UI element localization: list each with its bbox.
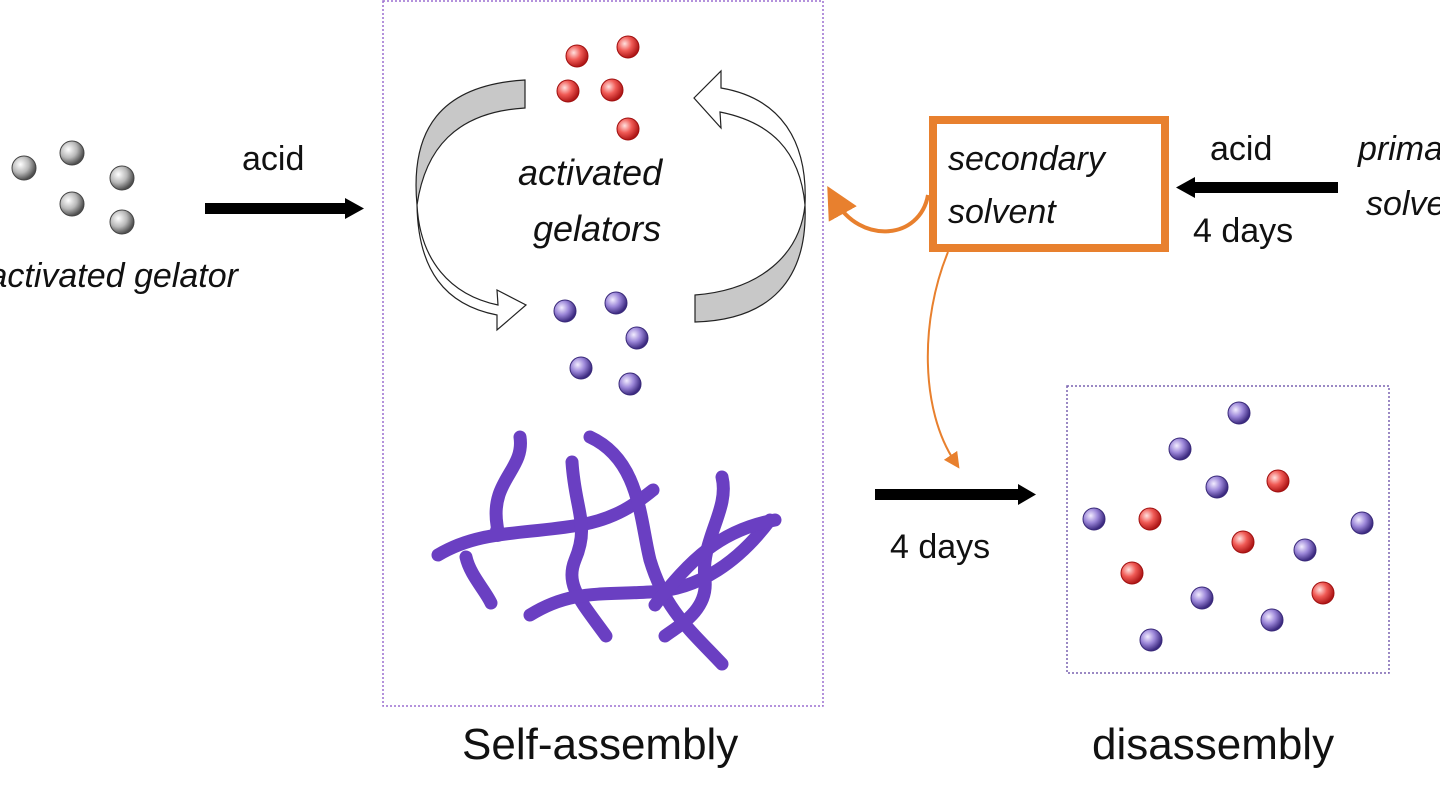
fiber (648, 513, 782, 612)
red-sphere (1231, 530, 1255, 554)
red-sphere (616, 35, 640, 59)
self-assembly-label: Self-assembly (462, 720, 739, 769)
purple-sphere (553, 299, 577, 323)
purple-sphere (1227, 401, 1251, 425)
secondary-solvent-label-line2: solvent (948, 193, 1056, 231)
primary-solvent-label-line2: solvent (1366, 185, 1440, 223)
gray-sphere (11, 155, 37, 181)
disassembly-box (1066, 385, 1390, 674)
acid-label-left: acid (242, 140, 305, 178)
fiber (658, 470, 730, 643)
red-sphere (1120, 561, 1144, 585)
purple-sphere (1205, 475, 1229, 499)
fiber (583, 430, 729, 671)
red-sphere (1266, 469, 1290, 493)
fiber (523, 513, 777, 622)
gray-sphere (59, 140, 85, 166)
white-cycle-arrow-left (416, 204, 528, 332)
days-label-right: 4 days (1193, 212, 1294, 250)
purple-sphere (604, 291, 628, 315)
fiber-network (431, 430, 782, 671)
red-sphere (1138, 507, 1162, 531)
purple-sphere (1260, 608, 1284, 632)
purple-sphere (1139, 628, 1163, 652)
fiber (565, 455, 613, 643)
activated-gelators-label-line1: activated (518, 152, 663, 193)
purple-sphere (625, 326, 649, 350)
inactivated-gelator-spheres (11, 140, 135, 235)
purple-sphere (618, 372, 642, 396)
gray-sphere (109, 209, 135, 235)
red-sphere (1311, 581, 1335, 605)
red-sphere (565, 44, 589, 68)
purple-sphere (1293, 538, 1317, 562)
acid-arrow-left (205, 198, 364, 219)
disassembled-spheres (1082, 401, 1374, 652)
cycle-arrows (415, 69, 806, 332)
purple-sphere (1350, 511, 1374, 535)
gray-sphere (59, 191, 85, 217)
orange-arrow-to-disassembly (926, 251, 960, 469)
gray-cycle-arrow-left (415, 79, 526, 206)
activated-gelator-spheres (556, 35, 640, 141)
fiber (431, 483, 660, 562)
red-sphere (600, 78, 624, 102)
gray-sphere (109, 165, 135, 191)
fiber (459, 550, 498, 610)
white-cycle-arrow-right (693, 69, 806, 206)
red-sphere (556, 79, 580, 103)
disassembly-arrow (875, 484, 1036, 505)
acid-arrow-right (1176, 177, 1338, 198)
secondary-solvent-box (929, 116, 1169, 252)
activated-gelators-label-line2: gelators (533, 208, 662, 249)
disassembly-label: disassembly (1092, 720, 1335, 769)
fiber (489, 430, 527, 542)
primary-solvent-label-line1: primary (1358, 130, 1440, 168)
purple-sphere (1190, 586, 1214, 610)
secondary-solvent-label-line1: secondary (948, 140, 1105, 178)
purple-sphere (1082, 507, 1106, 531)
self-assembly-box (382, 0, 824, 707)
purple-sphere (569, 356, 593, 380)
inactivated-gelator-label: inactivated gelator (0, 257, 238, 295)
gray-cycle-arrow-right (694, 204, 806, 323)
purple-sphere (1168, 437, 1192, 461)
days-label-bottom: 4 days (890, 528, 991, 566)
red-sphere (616, 117, 640, 141)
acid-label-right: acid (1210, 130, 1273, 168)
assembling-gelator-spheres (553, 291, 649, 396)
orange-arrow-to-self-assembly (827, 186, 930, 234)
